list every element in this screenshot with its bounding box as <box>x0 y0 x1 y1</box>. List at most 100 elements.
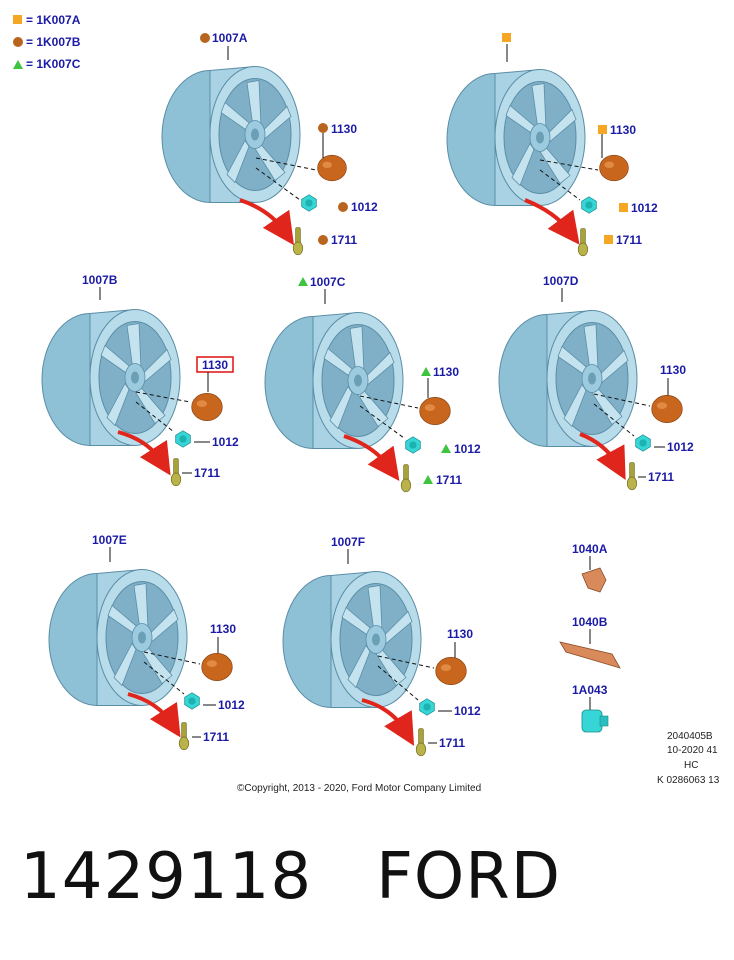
legend-label-1k007a: = 1K007A <box>26 13 81 27</box>
center-cap-icon <box>599 154 629 182</box>
wheel-assembly-1007f: 1007F 1130 1012 1711 <box>282 535 481 757</box>
callout-rim: 1007B <box>82 273 118 287</box>
arrow-icon <box>239 198 295 246</box>
valve-stem-icon <box>292 227 304 256</box>
part-1a043: 1A043 <box>572 683 609 733</box>
callout-cap: 1130 <box>660 363 686 377</box>
legend-label-1k007b: = 1K007B <box>26 35 81 49</box>
callout-cap: 1130 <box>447 627 473 641</box>
lug-nut-icon <box>405 436 421 454</box>
triangle-marker-icon <box>421 367 431 376</box>
brand-name: FORD <box>376 840 561 914</box>
valve-stem-icon <box>170 458 182 487</box>
callout-1040a: 1040A <box>572 542 608 556</box>
callout-nut: 1012 <box>667 440 694 454</box>
wheel-assembly-1007c: 1007C 1130 1012 1711 <box>264 275 481 493</box>
callout-nut: 1012 <box>454 442 481 456</box>
callout-valve: 1711 <box>203 730 229 744</box>
legend: = 1K007A = 1K007B = 1K007C <box>13 13 81 71</box>
callout-nut: 1012 <box>351 200 378 214</box>
legend-circle-icon <box>13 37 23 47</box>
valve-stem-icon <box>400 464 412 493</box>
lug-nut-icon <box>419 698 435 716</box>
center-cap-icon <box>317 154 347 182</box>
valve-stem-icon <box>626 462 638 491</box>
callout-valve: 1711 <box>616 233 642 247</box>
callout-valve: 1711 <box>439 736 465 750</box>
wheel-rim-icon <box>161 65 301 204</box>
callout-nut: 1012 <box>631 201 658 215</box>
callout-cap: 1130 <box>433 365 459 379</box>
square-marker-icon <box>598 125 607 134</box>
locking-nut-icon <box>581 709 603 733</box>
arrow-icon <box>117 430 171 476</box>
callout-nut: 1012 <box>454 704 481 718</box>
wheel-rim-icon <box>446 68 586 207</box>
callout-1a043: 1A043 <box>572 683 608 697</box>
arrow-icon <box>127 692 181 738</box>
meta-line-1: 2040405B <box>667 731 713 742</box>
adhesive-weight-icon <box>559 641 621 669</box>
center-cap-icon <box>201 652 233 682</box>
triangle-marker-icon <box>298 277 308 286</box>
meta-line-2: 10-2020 41 <box>667 745 718 756</box>
wheel-rim-icon <box>498 309 638 448</box>
circle-marker-icon <box>318 123 328 133</box>
part-number: 1429118 <box>20 840 313 914</box>
callout-1040b: 1040B <box>572 615 608 629</box>
lug-nut-icon <box>635 434 651 452</box>
wheel-rim-icon <box>41 308 181 447</box>
valve-stem-icon <box>178 722 190 751</box>
legend-triangle-icon <box>13 60 23 69</box>
lug-nut-icon <box>184 692 200 710</box>
square-marker-icon <box>619 203 628 212</box>
wheel-assembly-1k007a: 1130 1012 1711 <box>446 33 658 257</box>
callout-rim: 1007C <box>310 275 346 289</box>
arrow-icon <box>361 698 415 746</box>
valve-stem-icon <box>415 728 427 757</box>
triangle-marker-icon <box>423 475 433 484</box>
center-cap-icon <box>419 396 451 426</box>
callout-valve: 1711 <box>436 473 462 487</box>
callout-rim: 1007F <box>331 535 365 549</box>
arrow-icon <box>343 434 400 481</box>
square-marker-icon <box>502 33 511 42</box>
circle-marker-icon <box>318 235 328 245</box>
callout-cap: 1130 <box>331 122 357 136</box>
arrow-icon <box>524 198 580 245</box>
callout-cap: 1130 <box>610 123 636 137</box>
lug-nut-icon <box>301 194 317 212</box>
wheel-assembly-1007d: 1007D 1130 1012 1711 <box>498 274 694 491</box>
callout-cap: 1130 <box>210 622 236 636</box>
highlight-box <box>196 356 234 373</box>
center-cap-icon <box>435 656 467 686</box>
callout-rim: 1007E <box>92 533 127 547</box>
callout-nut: 1012 <box>218 698 245 712</box>
callout-valve: 1711 <box>648 470 674 484</box>
lug-nut-icon <box>175 430 191 448</box>
part-1040a: 1040A <box>572 542 608 593</box>
callout-valve: 1711 <box>194 466 220 480</box>
callout-rim: 1007A <box>212 31 248 45</box>
drawing-meta: 2040405B 10-2020 41 HC K 0286063 13 <box>657 731 720 786</box>
callout-valve: 1711 <box>331 233 357 247</box>
wheel-rim-icon <box>264 311 404 450</box>
center-cap-icon <box>191 392 223 422</box>
circle-marker-icon <box>338 202 348 212</box>
copyright: ©Copyright, 2013 - 2020, Ford Motor Comp… <box>237 783 481 794</box>
square-marker-icon <box>604 235 613 244</box>
callout-cap: 1130 <box>202 358 228 372</box>
meta-line-4: K 0286063 13 <box>657 775 720 786</box>
meta-line-3: HC <box>684 760 698 771</box>
wheel-rim-icon <box>282 570 422 709</box>
callout-rim: 1007D <box>543 274 579 288</box>
valve-stem-icon <box>577 228 589 257</box>
callout-nut: 1012 <box>212 435 239 449</box>
wheel-assembly-1007b: 1007B 1130 1012 1711 <box>41 273 239 487</box>
lug-nut-icon <box>581 196 597 214</box>
wheel-assembly-1007e: 1007E 1130 1012 1711 <box>48 533 245 751</box>
wheel-assembly-1007a: 1007A 1130 1012 1711 <box>161 31 378 256</box>
triangle-marker-icon <box>441 444 451 453</box>
balance-weight-icon <box>581 567 607 593</box>
